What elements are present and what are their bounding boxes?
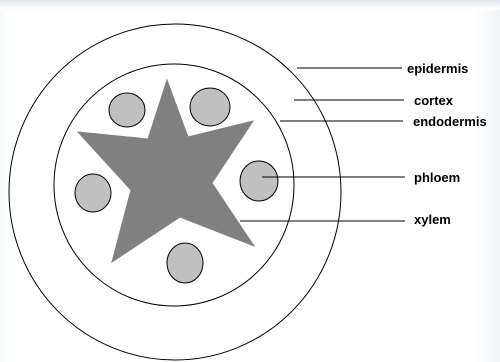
phloem-patch-left xyxy=(75,174,111,212)
xylem-label: xylem xyxy=(414,212,451,227)
phloem-patch-bottom xyxy=(167,243,203,283)
epidermis-label: epidermis xyxy=(407,61,468,76)
phloem-patch-right xyxy=(240,161,278,201)
phloem-patch-top-right xyxy=(190,88,230,126)
phloem-label: phloem xyxy=(414,170,460,185)
phloem-patch-top-left xyxy=(109,93,145,127)
cortex-label: cortex xyxy=(414,93,454,108)
endodermis-label: endodermis xyxy=(413,114,487,129)
